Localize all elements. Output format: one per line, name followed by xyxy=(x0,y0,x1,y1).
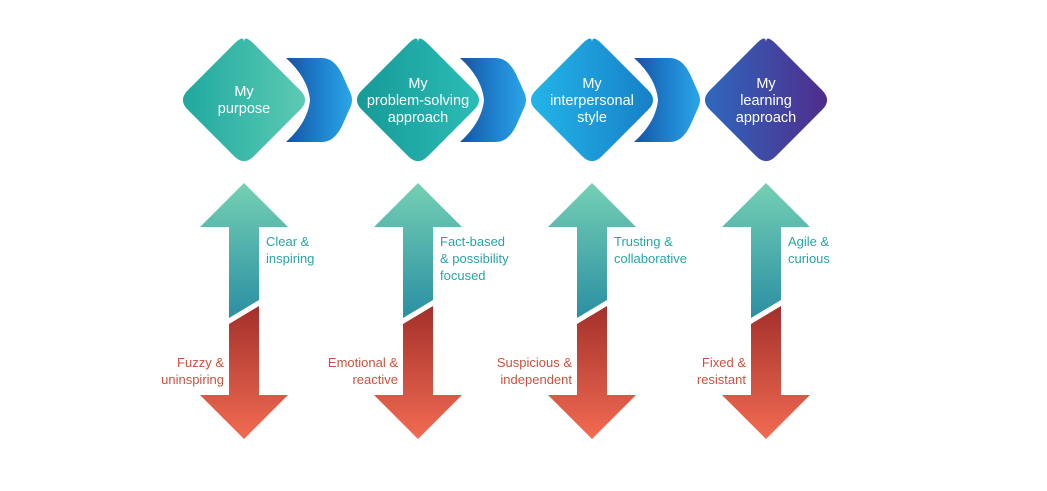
negative-label-line: reactive xyxy=(352,372,398,387)
diamond-step-4 xyxy=(704,38,828,162)
up-arrow-2 xyxy=(374,183,462,318)
positive-label-2: Fact-based & possibility focused xyxy=(440,233,509,284)
chevron-connector-1 xyxy=(286,58,352,142)
positive-label-4: Agile & curious xyxy=(788,233,830,267)
down-arrow-4 xyxy=(722,306,810,439)
step-title-line: learning xyxy=(740,92,792,109)
positive-label-line: Trusting & xyxy=(614,234,673,249)
negative-label-line: uninspiring xyxy=(161,372,224,387)
step-title-line: My xyxy=(234,84,254,100)
diamond-step-1 xyxy=(182,38,306,162)
negative-label-4: Fixed & resistant xyxy=(697,354,746,388)
step-title-line: purpose xyxy=(217,101,271,117)
positive-label-line: inspiring xyxy=(266,251,315,266)
step-title-line: My xyxy=(756,75,776,92)
negative-label-line: Emotional & xyxy=(327,355,398,370)
positive-label-3: Trusting & collaborative xyxy=(614,233,687,267)
step-title-line: My xyxy=(582,75,602,92)
positive-label-line: curious xyxy=(788,251,830,266)
positive-label-line: Agile & xyxy=(788,234,830,249)
negative-label-line: Suspicious & xyxy=(496,355,572,370)
step-title-line: My xyxy=(408,75,428,92)
negative-label-line: Fuzzy & xyxy=(177,355,224,370)
up-arrow-3 xyxy=(548,183,636,318)
down-arrow-1 xyxy=(200,306,288,439)
step-title-line: problem-solving xyxy=(366,92,470,109)
negative-label-line: independent xyxy=(500,372,572,387)
diamond-step-3 xyxy=(530,38,654,162)
step-title-line: approach xyxy=(387,109,449,126)
up-arrow-4 xyxy=(722,183,810,318)
chevron-connector-3 xyxy=(634,58,700,142)
negative-label-2: Emotional & reactive xyxy=(328,354,398,388)
down-arrow-3 xyxy=(548,306,636,439)
positive-label-line: & possibility xyxy=(440,251,509,266)
step-title-line: style xyxy=(577,109,607,126)
positive-label-line: Fact-based xyxy=(440,234,506,249)
chevron-connector-2 xyxy=(460,58,526,142)
step-title-line: interpersonal xyxy=(550,92,634,109)
negative-label-line: Fixed & xyxy=(701,355,746,370)
negative-label-line: resistant xyxy=(696,372,746,387)
diamond-step-2 xyxy=(356,38,480,162)
positive-label-line: focused xyxy=(440,268,486,283)
positive-label-line: Clear & xyxy=(266,234,310,249)
step-title-line: approach xyxy=(735,109,797,126)
up-arrow-1 xyxy=(200,183,288,318)
down-arrow-2 xyxy=(374,306,462,439)
negative-label-1: Fuzzy & uninspiring xyxy=(161,354,224,388)
positive-label-1: Clear & inspiring xyxy=(266,233,314,267)
negative-label-3: Suspicious & independent xyxy=(497,354,572,388)
positive-label-line: collaborative xyxy=(614,251,687,266)
